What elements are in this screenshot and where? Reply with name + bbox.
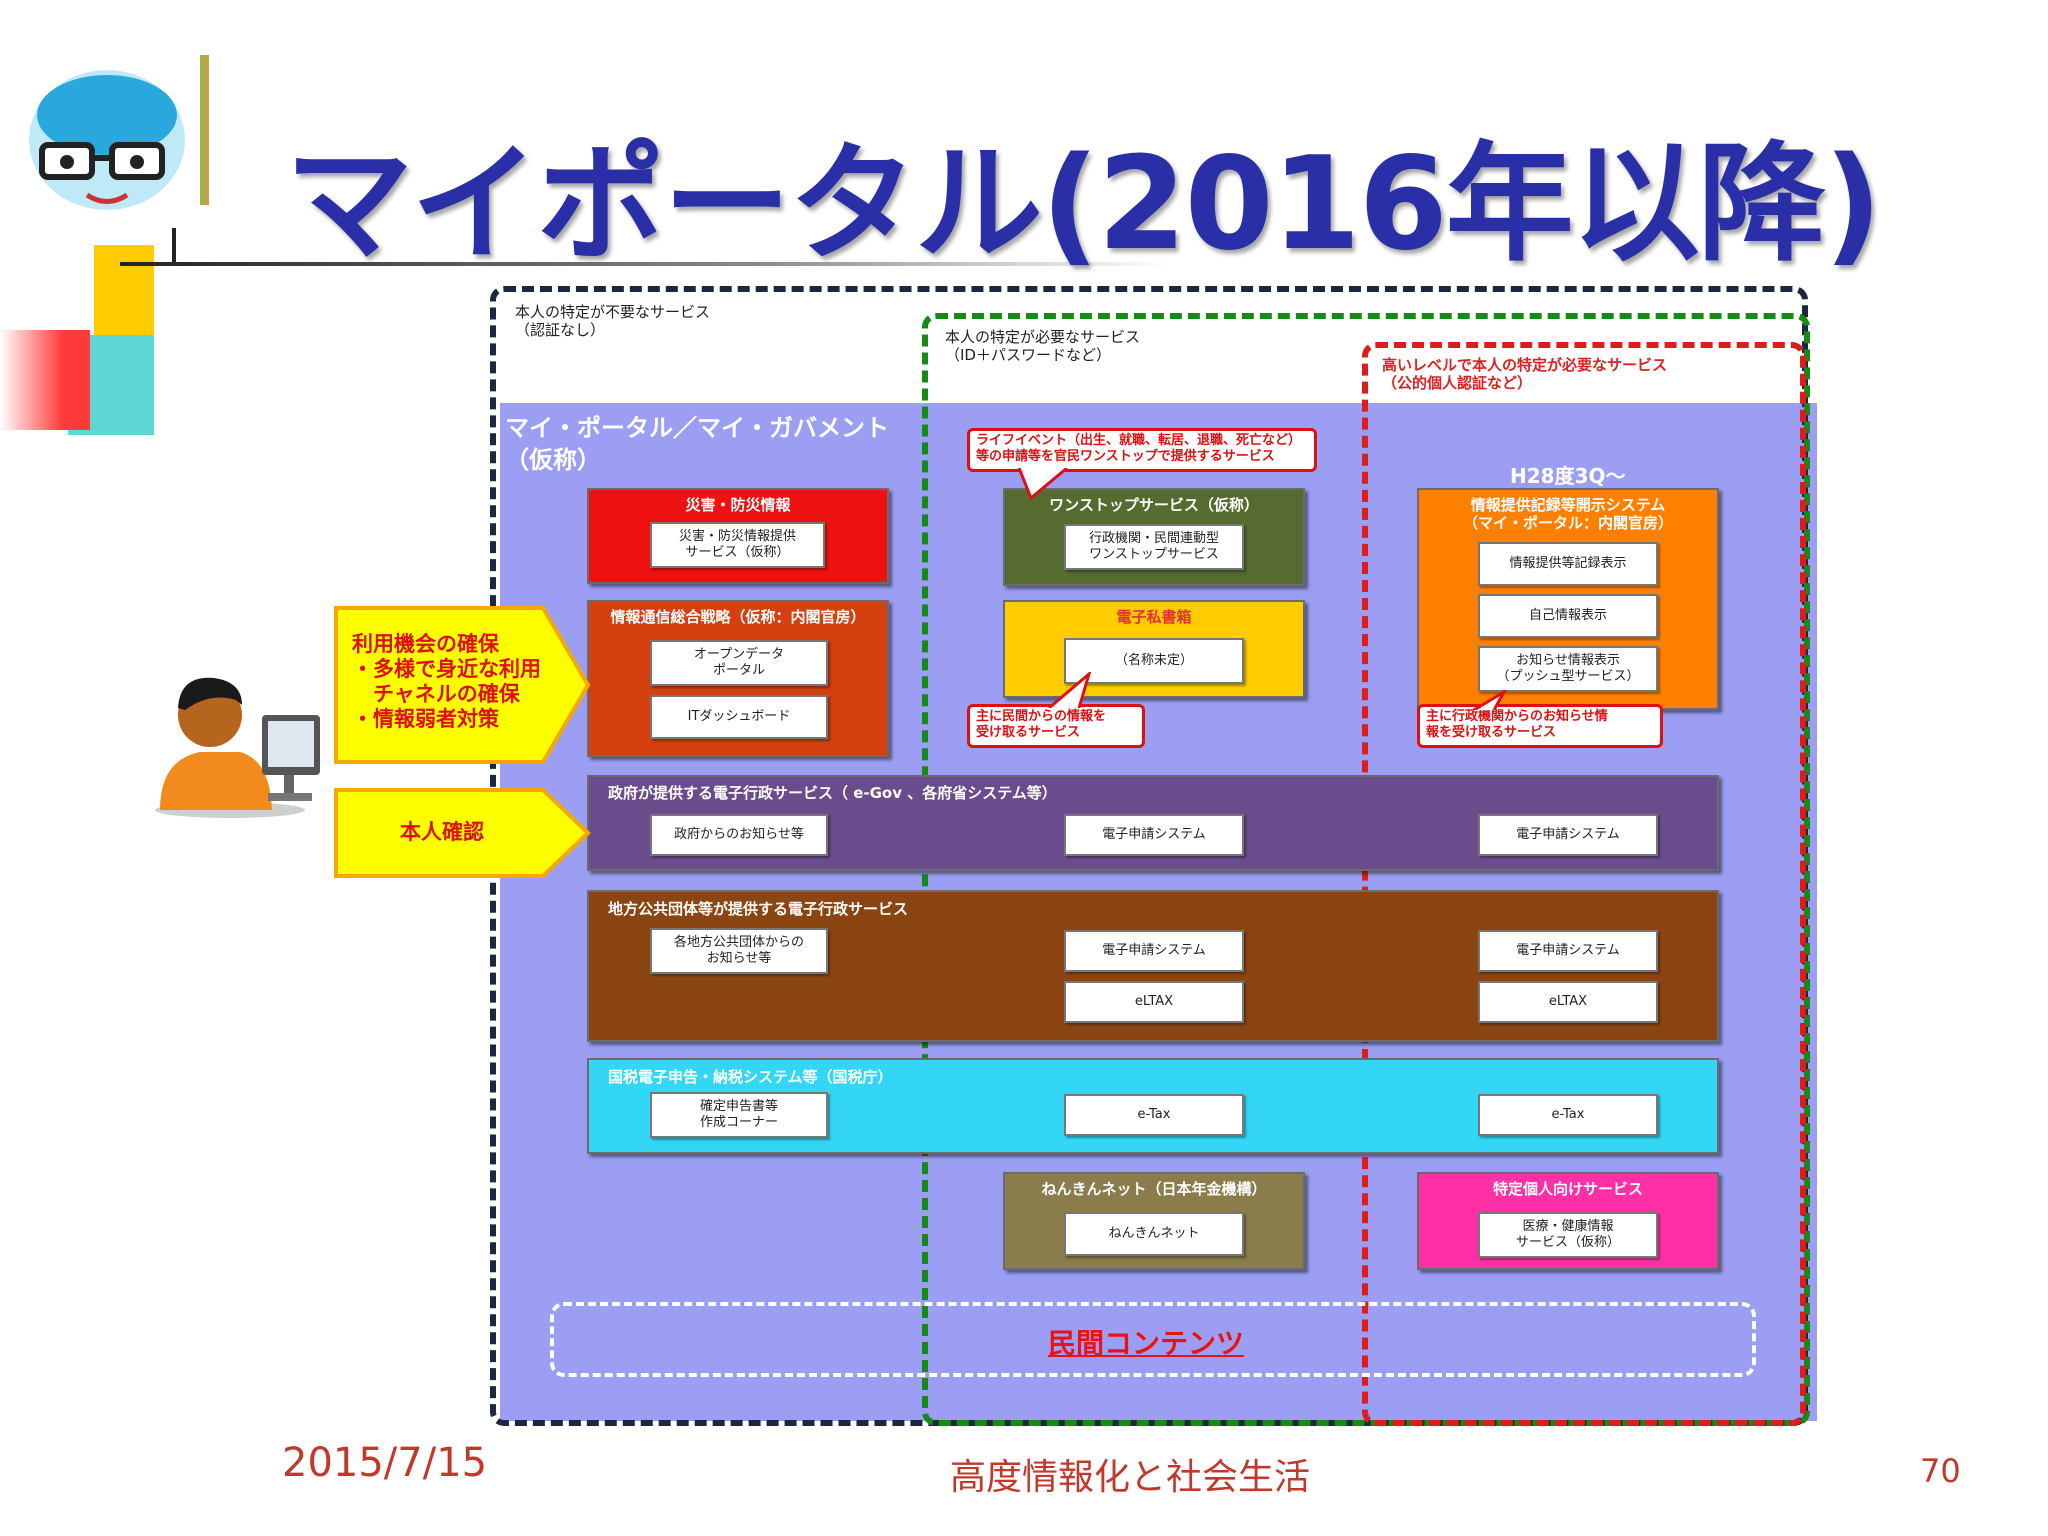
teacher-mascot-icon <box>29 55 209 210</box>
gov-notice-callout-tail <box>1473 690 1507 710</box>
e-tax-item: e-Tax <box>1064 1094 1244 1136</box>
it-dashboard-item: ITダッシュボード <box>650 695 828 739</box>
postbox-service-item: （名称未定） <box>1064 638 1244 684</box>
e-tax-item-2: e-Tax <box>1478 1094 1658 1136</box>
local-e-application-item-2: 電子申請システム <box>1478 930 1658 972</box>
disaster-box: 災害・防災情報 <box>587 488 889 584</box>
private-info-callout-tail <box>1048 672 1092 708</box>
zone-label-auth: 本人の特定が必要なサービス （ID＋パスワードなど） <box>945 328 1141 364</box>
notice-display-item: お知らせ情報表示 （プッシュ型サービス） <box>1478 646 1658 692</box>
footer-course: 高度情報化と社会生活 <box>950 1457 1311 1498</box>
private-contents-label: 民間コンテンツ <box>1048 1327 1245 1360</box>
record-display-item: 情報提供等記録表示 <box>1478 542 1658 586</box>
tax-services-row-title: 国税電子申告・納税システム等（国税庁） <box>608 1068 893 1086</box>
decor-line <box>120 262 1170 266</box>
onestop-service-item: 行政機関・民間連動型 ワンストップサービス <box>1064 524 1244 570</box>
private-info-callout: 主に民間からの情報を 受け取るサービス <box>967 704 1145 748</box>
local-notice-item: 各地方公共団体からの お知らせ等 <box>650 928 828 974</box>
page-number: 70 <box>1920 1452 1961 1490</box>
disaster-service-item: 災害・防災情報提供 サービス（仮称） <box>650 522 825 568</box>
life-event-callout-tail <box>1017 468 1068 500</box>
nenkin-net-item: ねんきんネット <box>1064 1212 1244 1256</box>
zone-label-no-auth: 本人の特定が不要なサービス （認証なし） <box>515 303 711 339</box>
page-title: マイポータル(2016年以降) <box>285 130 1882 279</box>
nenkin-box-title: ねんきんネット（日本年金機構） <box>1041 1180 1267 1198</box>
tax-return-corner-item: 確定申告書等 作成コーナー <box>650 1092 828 1138</box>
medical-info-item: 医療・健康情報 サービス（仮称） <box>1478 1212 1658 1258</box>
access-arrow-text: 利用機会の確保 ・多様で身近な利用 チャネルの確保 ・情報弱者対策 <box>352 632 541 731</box>
panel-title: マイ・ポータル／マイ・ガバメント （仮称） <box>505 414 889 474</box>
disclosure-box-title: 情報提供記録等開示システム （マイ・ポータル：内閣官房） <box>1462 496 1673 532</box>
it-strategy-box-title: 情報通信総合戦略（仮称：内閣官房） <box>610 608 866 626</box>
user-computer-icon <box>155 677 320 818</box>
gov-notice-callout: 主に行政機関からのお知らせ情 報を受け取るサービス <box>1417 704 1663 748</box>
gov-e-application-item: 電子申請システム <box>1064 814 1244 856</box>
eltax-item-2: eLTAX <box>1478 981 1658 1023</box>
local-e-application-item: 電子申請システム <box>1064 930 1244 972</box>
decor-vline <box>172 228 176 262</box>
footer-date: 2015/7/15 <box>282 1440 488 1486</box>
special-services-box-title: 特定個人向けサービス <box>1492 1180 1643 1198</box>
identity-arrow-shape <box>334 788 591 878</box>
gov-e-application-item-2: 電子申請システム <box>1478 814 1658 856</box>
identity-arrow-text: 本人確認 <box>400 820 484 844</box>
self-info-display-item: 自己情報表示 <box>1478 594 1658 638</box>
zone-label-high-auth: 高いレベルで本人の特定が必要なサービス （公的個人認証など） <box>1382 356 1668 392</box>
access-arrow-shape <box>334 606 591 764</box>
postbox-box-title: 電子私書箱 <box>1116 608 1192 626</box>
onestop-box-title: ワンストップサービス（仮称） <box>1049 496 1259 514</box>
decor-yellow-square <box>94 245 154 335</box>
decor-red-square <box>0 330 90 430</box>
h28-label: H28度3Q～ <box>1510 464 1626 488</box>
local-services-row-title: 地方公共団体等が提供する電子行政サービス <box>608 900 909 918</box>
gov-services-row-title: 政府が提供する電子行政サービス（ e-Gov 、各府省システム等） <box>608 784 1057 802</box>
private-contents-frame <box>550 1302 1756 1377</box>
disaster-box-title: 災害・防災情報 <box>685 496 791 514</box>
eltax-item: eLTAX <box>1064 981 1244 1023</box>
open-data-portal-item: オープンデータ ポータル <box>650 640 828 686</box>
life-event-callout: ライフイベント（出生、就職、転居、退職、死亡など） 等の申請等を官民ワンストップ… <box>967 428 1317 472</box>
gov-notice-item: 政府からのお知らせ等 <box>650 814 828 856</box>
frame-high-auth <box>1362 342 1806 1426</box>
